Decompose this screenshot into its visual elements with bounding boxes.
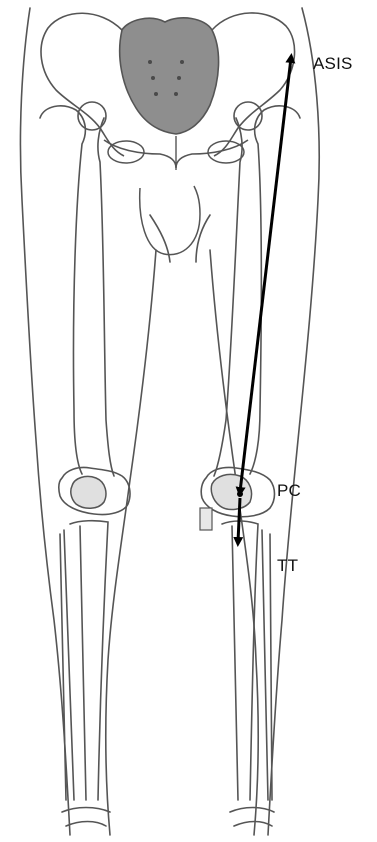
asis-to-patella-center-arrow [240, 58, 291, 492]
asis-label: ASIS [313, 54, 353, 74]
patella-center-point [237, 491, 243, 497]
right-tibia [222, 521, 258, 800]
left-leg-outer-contour [20, 8, 70, 835]
left-patella [71, 476, 106, 508]
right-leg-outer-contour [268, 8, 319, 835]
right-ankle-bones [230, 808, 274, 827]
genitalia-outline [140, 186, 200, 255]
right-knee-marker-block [200, 508, 212, 530]
left-leg-inner-contour [106, 250, 156, 835]
sacrum [120, 18, 219, 134]
tt-label: TT [277, 556, 298, 576]
right-patella [211, 474, 251, 509]
right-fibula [262, 530, 272, 800]
left-femur [40, 106, 114, 476]
lower-leg-bones [60, 521, 274, 826]
left-tibia [70, 521, 108, 800]
left-iliac-wing [41, 13, 124, 156]
pc-label: PC [277, 481, 301, 501]
crotch-contour [150, 215, 210, 262]
right-femur [214, 106, 300, 476]
left-fibula [60, 530, 74, 800]
pelvis [41, 13, 295, 255]
patella-center-to-tibial-tuberosity-arrow [238, 498, 240, 542]
